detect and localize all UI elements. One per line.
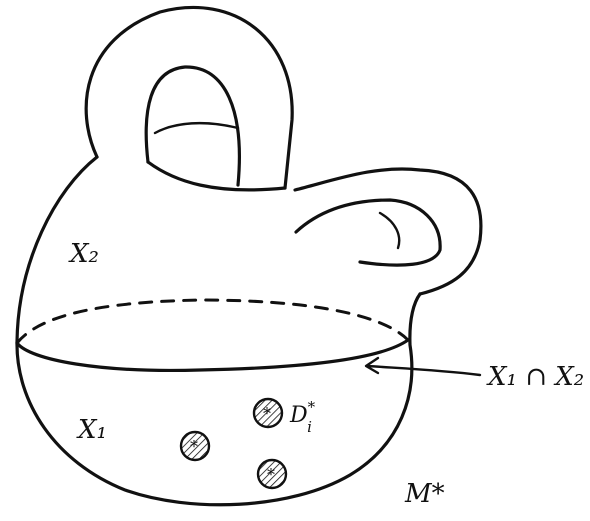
side-handle [293, 167, 483, 296]
disk-label: D* i [289, 398, 316, 436]
x1-label: X₁ [76, 415, 107, 445]
x2-label: X₂ [68, 239, 99, 269]
manifold-label: M* [404, 479, 445, 509]
svg-text:*: * [190, 437, 198, 456]
equator [15, 298, 410, 373]
svg-text:*: * [263, 404, 271, 423]
disk-1: * [179, 430, 211, 462]
disk-3: * [256, 458, 288, 490]
svg-text:*: * [267, 465, 275, 484]
sphere-body [15, 155, 422, 507]
disk-label-main: D [289, 403, 308, 428]
disk-label-sub: i [307, 418, 312, 436]
disk-label-sup: * [308, 398, 316, 416]
disk-2: * [252, 397, 284, 429]
intersection-arrow [364, 356, 482, 377]
intersection-label: X₁ ∩ X₂ [486, 362, 584, 392]
top-handle [84, 6, 294, 190]
